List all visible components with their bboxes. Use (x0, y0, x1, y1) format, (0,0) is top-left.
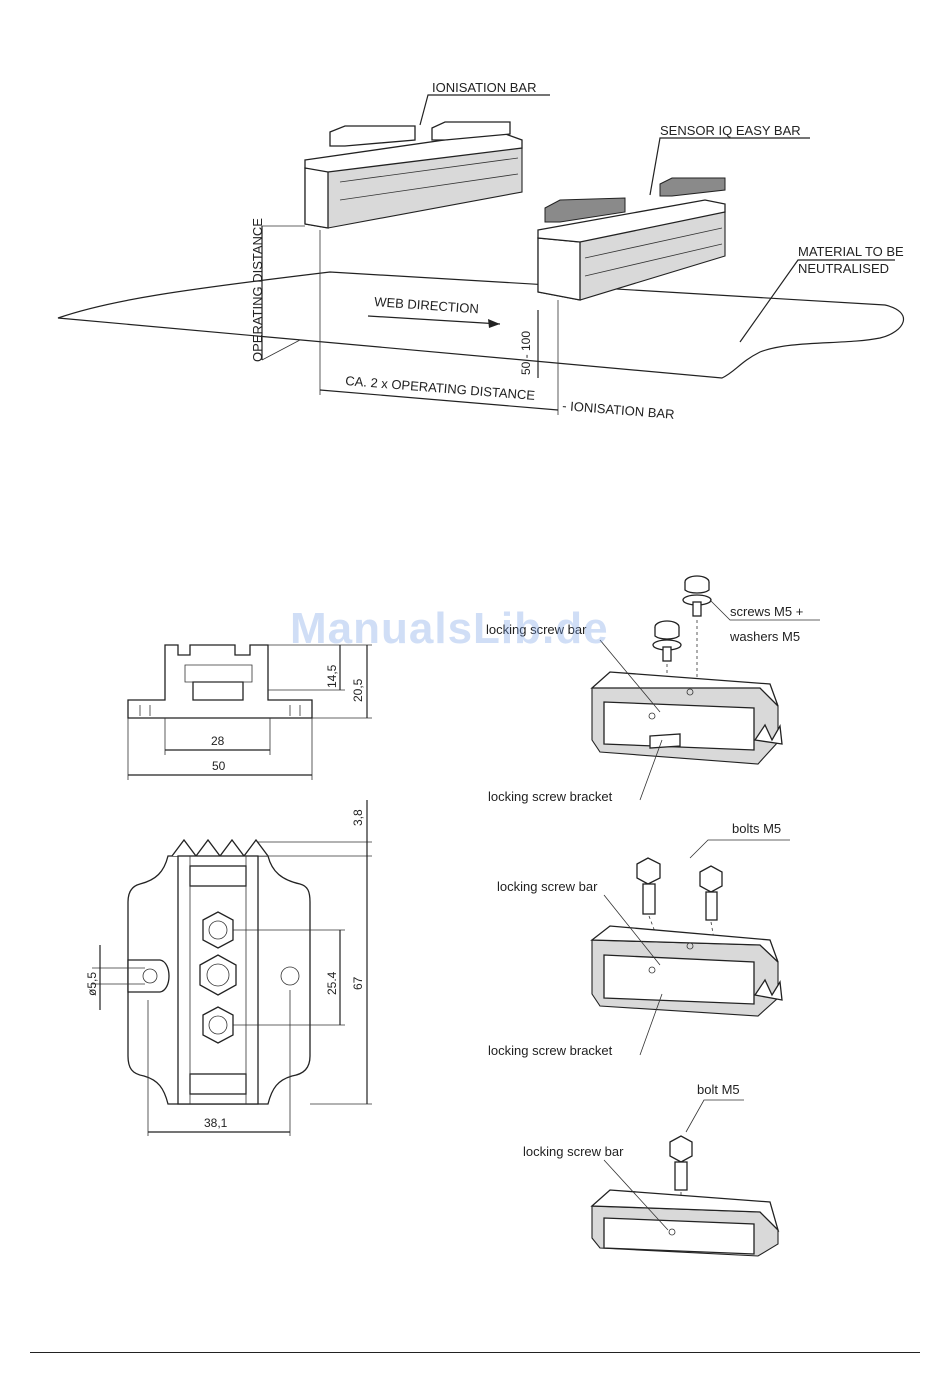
dim-28: 28 (211, 734, 225, 748)
ionisation-bar-shape (304, 121, 523, 229)
dim-25-4: 25.4 (325, 971, 339, 995)
mount-option-single-bolt: bolt M5 locking screw bar (523, 1082, 780, 1257)
dim-20-5: 20,5 (351, 678, 365, 702)
dim-38-1: 38,1 (204, 1116, 228, 1130)
mount2-bolts-label: bolts M5 (732, 821, 781, 836)
mount-option-bolts: bolts M5 locking screw bar locking screw… (488, 821, 790, 1058)
mount2-locking-bar-label: locking screw bar (497, 879, 598, 894)
mount-option-screws: screws M5 + washers M5 locking screw bar… (486, 575, 820, 804)
material-web-sheet (57, 271, 905, 379)
mount3-bolt-label: bolt M5 (697, 1082, 740, 1097)
material-label-line1: MATERIAL TO BE (798, 244, 904, 259)
mount1-screws-label-line2: washers M5 (729, 629, 800, 644)
sensor-iq-easy-bar-label: SENSOR IQ EASY BAR (660, 123, 801, 138)
bracket-plan-view: 3,8 25.4 67 ø5,5 38,1 (85, 800, 372, 1136)
ca-distance-label: CA. 2 x OPERATING DISTANCE (345, 373, 536, 403)
bracket-front-view: 14,5 20,5 28 50 (127, 644, 372, 780)
range-50-100-label: 50 - 100 (519, 331, 533, 375)
dim-50: 50 (212, 759, 226, 773)
mount3-locking-bar-label: locking screw bar (523, 1144, 624, 1159)
sensor-iq-easy-bar-shape (537, 177, 726, 301)
ionisation-bar-label: IONISATION BAR (432, 80, 537, 95)
dim-3-8: 3,8 (351, 809, 365, 826)
mount1-screws-label-line1: screws M5 + (730, 604, 803, 619)
material-label-line2: NEUTRALISED (798, 261, 889, 276)
web-direction-label: WEB DIRECTION (374, 294, 480, 316)
mount1-locking-bar-label: locking screw bar (486, 622, 587, 637)
top-perspective-diagram: IONISATION BAR SENSOR IQ EASY BAR MATERI… (57, 80, 905, 422)
mount2-bracket-label: locking screw bracket (488, 1043, 613, 1058)
operating-distance-label: OPERATING DISTANCE (250, 218, 265, 362)
dim-67: 67 (351, 976, 365, 990)
dim-d5-5: ø5,5 (85, 972, 99, 996)
watermark: ManualsLib.de (290, 604, 609, 653)
mount1-bracket-label: locking screw bracket (488, 789, 613, 804)
dim-14-5: 14,5 (325, 664, 339, 688)
footer-rule (30, 1352, 920, 1353)
ca-distance-suffix: - IONISATION BAR (562, 398, 675, 422)
